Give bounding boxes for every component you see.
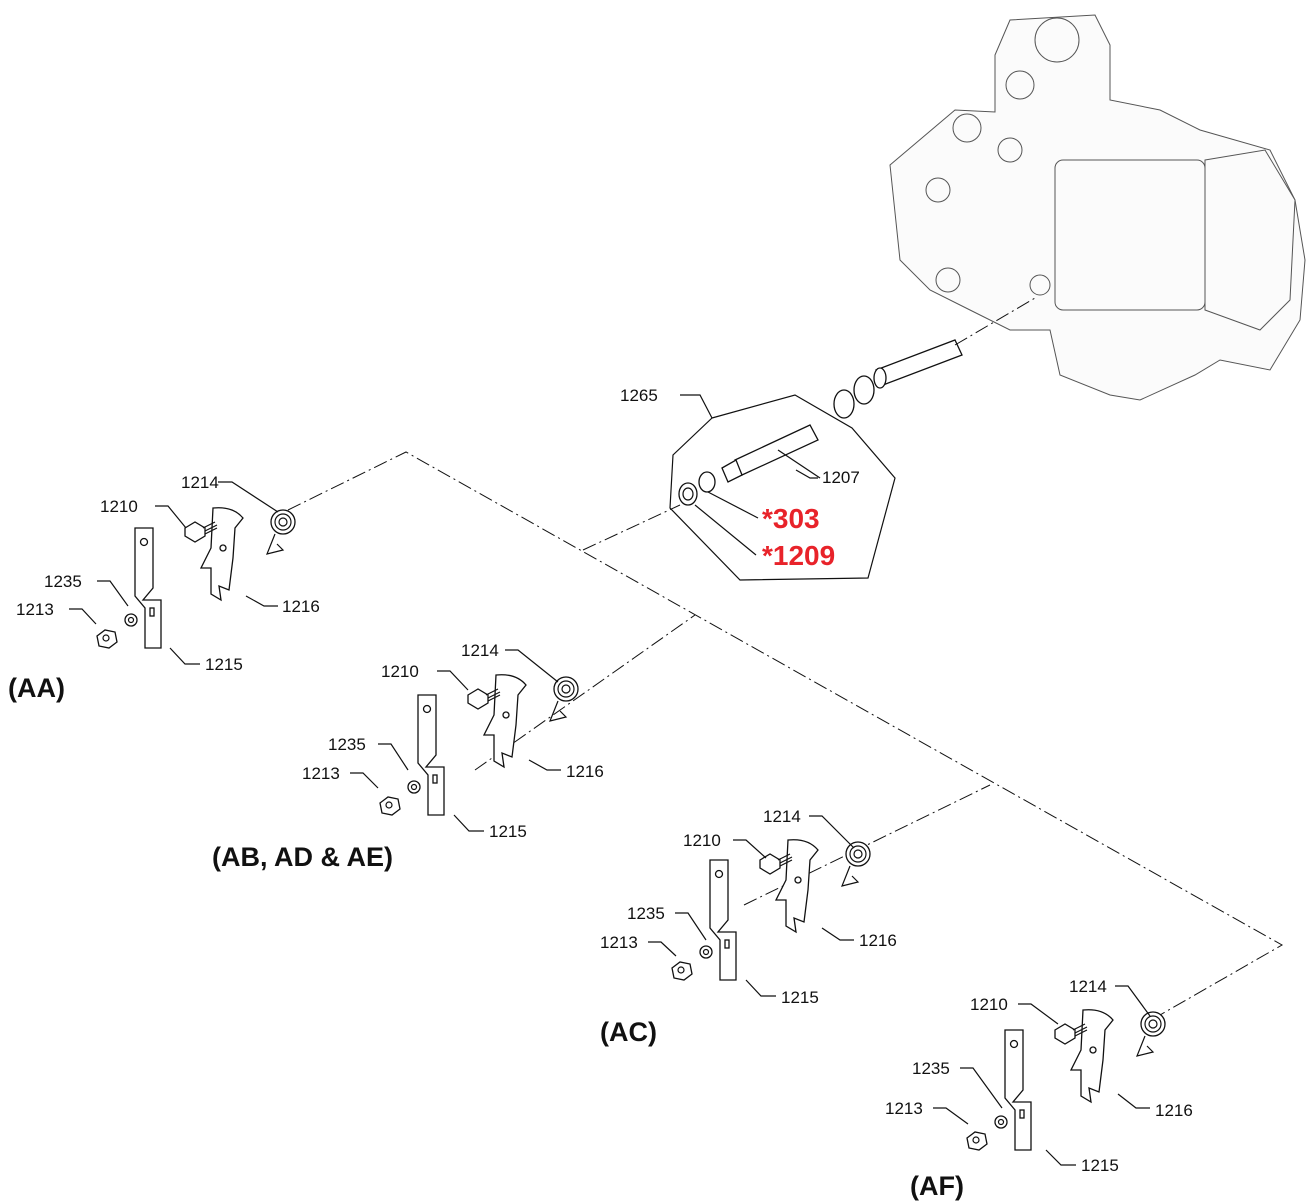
assembly-ab [379, 674, 579, 816]
label-ab-1215: 1215 [489, 822, 527, 841]
label-ac-1213: 1213 [600, 933, 638, 952]
label-aa-1214: 1214 [181, 473, 219, 492]
label-af-1216: 1216 [1155, 1101, 1193, 1120]
label-aa-1210: 1210 [100, 497, 138, 516]
label-aa-1235: 1235 [44, 572, 82, 591]
label-aa-1213: 1213 [16, 600, 54, 619]
label-ac-1216: 1216 [859, 931, 897, 950]
label-303: *303 [762, 503, 820, 534]
label-ac-1235: 1235 [627, 904, 665, 923]
label-af-1210: 1210 [970, 995, 1008, 1014]
label-ab-1213: 1213 [302, 764, 340, 783]
group-label-ac: (AC) [600, 1017, 657, 1047]
pump-housing [889, 14, 1306, 401]
group-label-aa: (AA) [8, 673, 65, 703]
group-label-af: (AF) [910, 1171, 964, 1201]
group-label-ab: (AB, AD & AE) [212, 842, 393, 872]
label-ab-1216: 1216 [566, 762, 604, 781]
assembly-aa [96, 507, 296, 649]
kit-outline [669, 394, 896, 581]
label-1265: 1265 [620, 386, 658, 405]
label-af-1235: 1235 [912, 1059, 950, 1078]
label-ac-1215: 1215 [781, 988, 819, 1007]
label-1207: 1207 [822, 468, 860, 487]
label-ab-1214: 1214 [461, 641, 499, 660]
reference-lines [287, 451, 1284, 1016]
label-aa-1215: 1215 [205, 655, 243, 674]
spool-assembly [833, 297, 1036, 419]
label-ab-1210: 1210 [381, 662, 419, 681]
label-af-1215: 1215 [1081, 1156, 1119, 1175]
label-aa-1216: 1216 [282, 597, 320, 616]
assembly-af [966, 1009, 1166, 1151]
label-ac-1210: 1210 [683, 831, 721, 850]
label-1209: *1209 [762, 540, 835, 571]
label-ab-1235: 1235 [328, 735, 366, 754]
label-af-1214: 1214 [1069, 977, 1107, 996]
label-af-1213: 1213 [885, 1099, 923, 1118]
leader-lines [69, 469, 1151, 1166]
assembly-ac [671, 839, 871, 981]
label-ac-1214: 1214 [763, 807, 801, 826]
